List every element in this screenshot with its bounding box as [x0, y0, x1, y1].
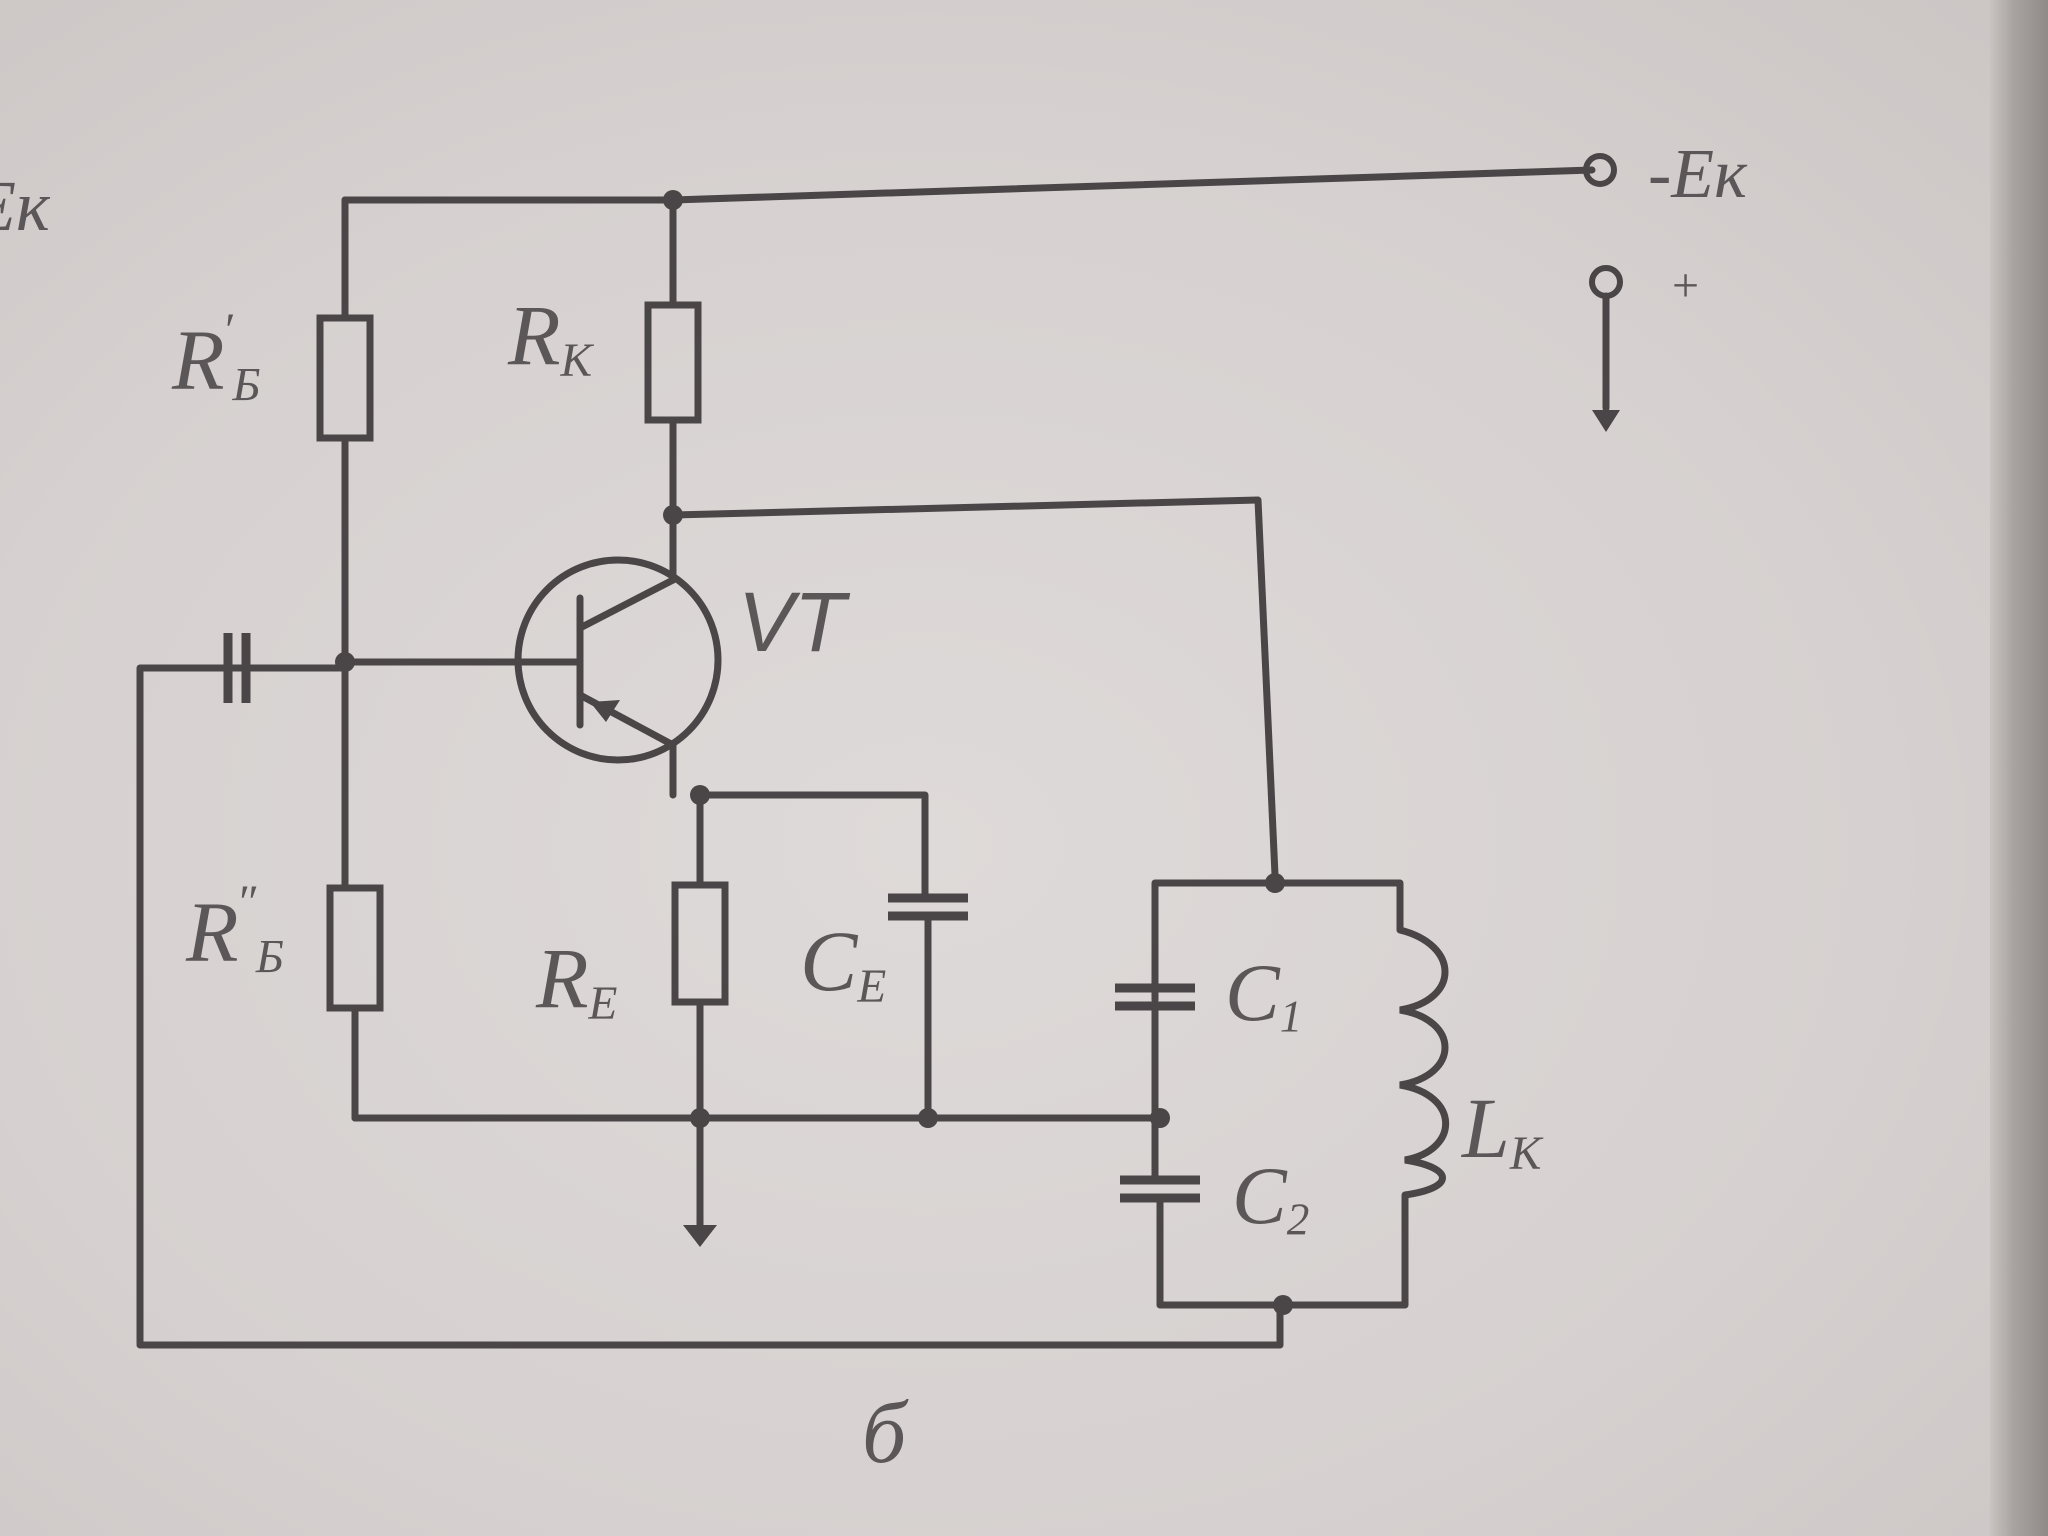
junction-dot	[663, 505, 683, 525]
collector-lead	[576, 576, 677, 632]
junction-dot	[690, 1108, 710, 1128]
label-ce: CЕ	[800, 913, 887, 1013]
label-c2: C2	[1232, 1150, 1310, 1245]
supply-rail	[341, 166, 1596, 204]
emitter-to-ce-wire	[696, 791, 929, 902]
resistor-rk	[644, 301, 702, 424]
resistor-rb1	[316, 314, 374, 442]
label-re: RЕ	[536, 930, 618, 1030]
feedback-loop-wire	[136, 664, 1284, 1349]
junction-dot	[663, 190, 683, 210]
label-supply-minus: -Eк	[1648, 136, 1747, 213]
label-rb1: R′Б	[172, 305, 261, 412]
label-c1: C1	[1225, 947, 1303, 1042]
emitter-arrow-icon	[590, 700, 620, 722]
plus-ground-icon	[1592, 410, 1620, 432]
label-lk: LК	[1462, 1080, 1542, 1180]
label-rb2: R″Б	[186, 877, 284, 984]
junction-dot	[1150, 1108, 1170, 1128]
supply-minus-terminal[interactable]	[1583, 153, 1617, 187]
label-transistor: VT	[738, 575, 846, 669]
junction-dot	[918, 1108, 938, 1128]
figure-caption: б	[862, 1385, 907, 1482]
collector-to-tank-wire	[669, 496, 1279, 879]
junction-dot	[1273, 1295, 1293, 1315]
junction-dot	[1265, 873, 1285, 893]
inductor-lk	[1399, 926, 1450, 1199]
resistor-re	[671, 881, 729, 1006]
supply-plus-terminal[interactable]	[1589, 265, 1623, 299]
label-rk: RК	[508, 287, 592, 387]
resistor-rb2	[326, 884, 384, 1012]
label-supply-plus: +	[1672, 259, 1700, 312]
junction-dot	[690, 785, 710, 805]
page-edge	[1990, 0, 2048, 1536]
label-left-cut: Ек	[0, 166, 50, 246]
ground-icon	[683, 1225, 717, 1247]
junction-dot	[335, 652, 355, 672]
